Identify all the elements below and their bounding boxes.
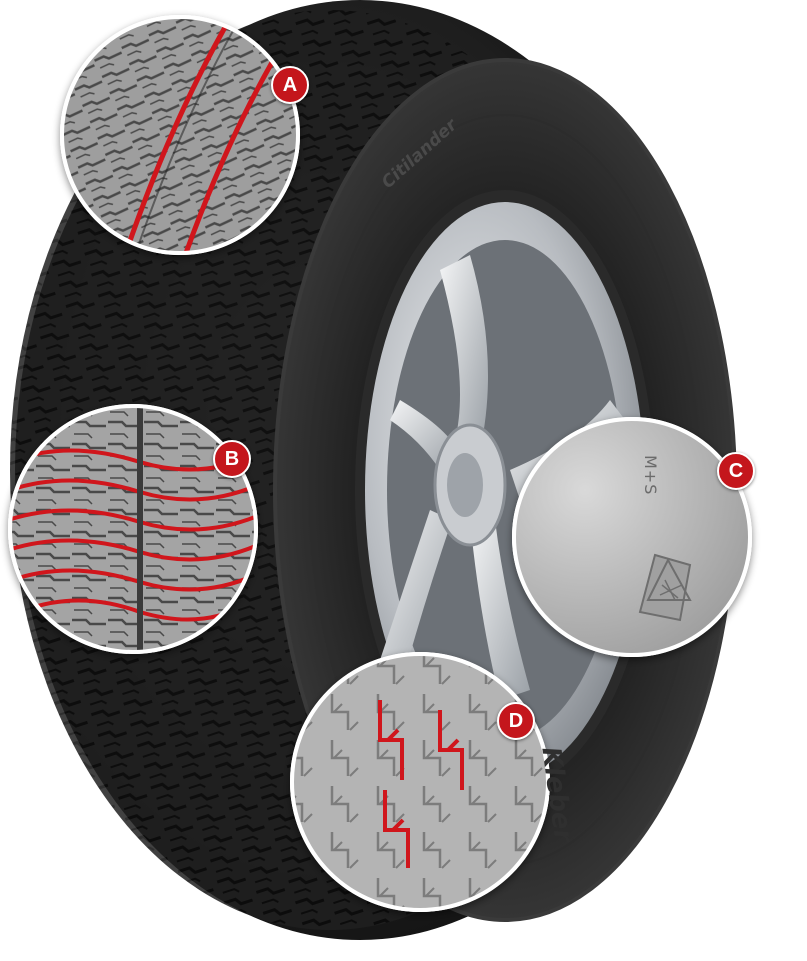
badge-a: A [271, 66, 309, 104]
badge-d: D [497, 702, 535, 740]
inset-c-snowflake-marking [512, 417, 752, 657]
ms-marking-text: M+S [641, 455, 660, 496]
mountain-snowflake-icon [638, 553, 692, 622]
inset-d-zigzag-sipes [290, 652, 550, 912]
badge-b: B [213, 440, 251, 478]
inset-a-tread-grooves [60, 15, 300, 255]
inset-b-lateral-sipes [8, 404, 258, 654]
badge-c: C [717, 452, 755, 490]
